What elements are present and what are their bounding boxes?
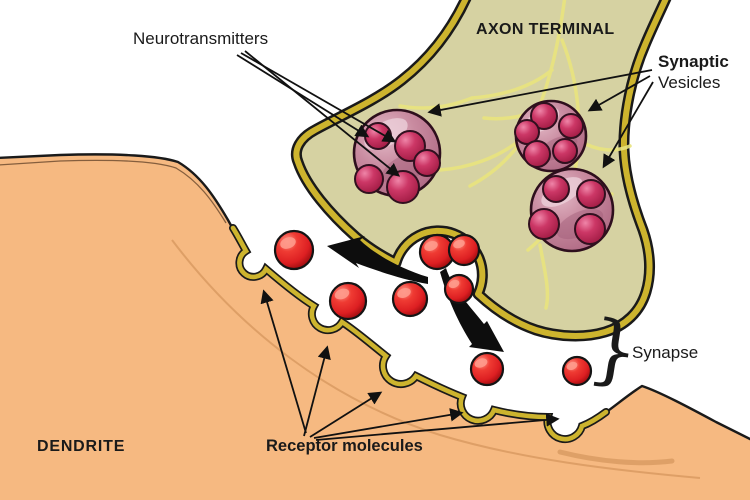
synapse-label: Synapse [632, 343, 699, 362]
axon-terminal-membrane [293, 0, 669, 339]
dendrite-edge-inner-line [0, 159, 227, 224]
synaptic-vesicles-label-line1: Synaptic [658, 52, 729, 71]
axon-terminal-label: AXON TERMINAL [476, 21, 615, 38]
synaptic-vesicles-arrows [427, 69, 654, 169]
neurotransmitter-ball [273, 229, 315, 271]
ball-highlights [280, 237, 578, 371]
release-flow-arrow-left [327, 236, 428, 284]
synaptic-vesicle [528, 167, 615, 253]
label-arrows [236, 50, 654, 441]
dendrite-shade-smudge [557, 449, 675, 466]
receptor-molecules-label: Receptor molecules [266, 437, 423, 455]
synaptic-vesicles-label-line2: Vesicles [658, 73, 721, 92]
receptor-molecules-arrows [260, 289, 560, 441]
neurotransmitter-ball [443, 273, 475, 305]
neurotransmitter-ball [447, 233, 481, 267]
neurotransmitter-ball [469, 351, 505, 387]
neurotransmitters-label: Neurotransmitters [133, 29, 269, 48]
neurotransmitter-ball [391, 280, 429, 318]
neurotransmitters-arrows [236, 50, 401, 177]
dendrite-label: DENDRITE [37, 438, 126, 455]
dendrite-shade-line [171, 239, 701, 479]
synaptic-vesicle [352, 108, 442, 204]
neurotransmitter-ball [328, 281, 368, 321]
synaptic-vesicles-label: Synaptic Vesicles [658, 51, 729, 93]
synaptic-vesicle [514, 99, 588, 173]
